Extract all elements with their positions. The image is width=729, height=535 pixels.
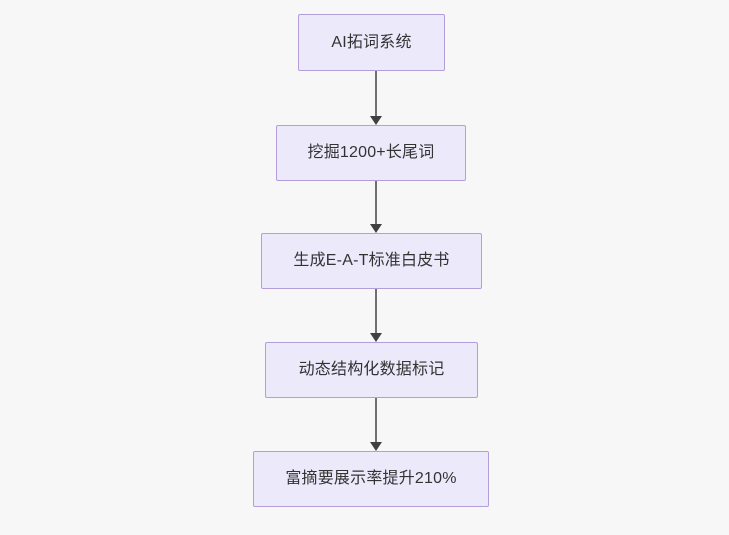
flow-node-mine-longtail-keywords[interactable]: 挖掘1200+长尾词 [276, 125, 466, 181]
connector-line [375, 289, 377, 334]
connector-node3-node4 [369, 289, 383, 342]
arrow-down-icon [370, 442, 382, 451]
connector-node4-node5 [369, 398, 383, 451]
arrow-down-icon [370, 224, 382, 233]
connector-node1-node2 [369, 71, 383, 125]
flow-node-label: AI拓词系统 [331, 33, 412, 51]
flow-node-generate-eat-whitepaper[interactable]: 生成E-A-T标准白皮书 [261, 233, 482, 289]
flow-node-label: 动态结构化数据标记 [298, 361, 445, 379]
connector-node2-node3 [369, 181, 383, 233]
arrow-down-icon [370, 333, 382, 342]
flow-node-label: 生成E-A-T标准白皮书 [293, 252, 450, 270]
flow-node-label: 挖掘1200+长尾词 [307, 144, 435, 162]
connector-line [375, 181, 377, 225]
connector-line [375, 71, 377, 117]
flow-node-dynamic-structured-data-markup[interactable]: 动态结构化数据标记 [265, 342, 478, 398]
flow-node-label: 富摘要展示率提升210% [285, 470, 457, 488]
connector-line [375, 398, 377, 443]
arrow-down-icon [370, 116, 382, 125]
flow-node-rich-snippet-impression-uplift[interactable]: 富摘要展示率提升210% [253, 451, 489, 507]
flow-node-ai-keyword-system[interactable]: AI拓词系统 [298, 14, 445, 71]
